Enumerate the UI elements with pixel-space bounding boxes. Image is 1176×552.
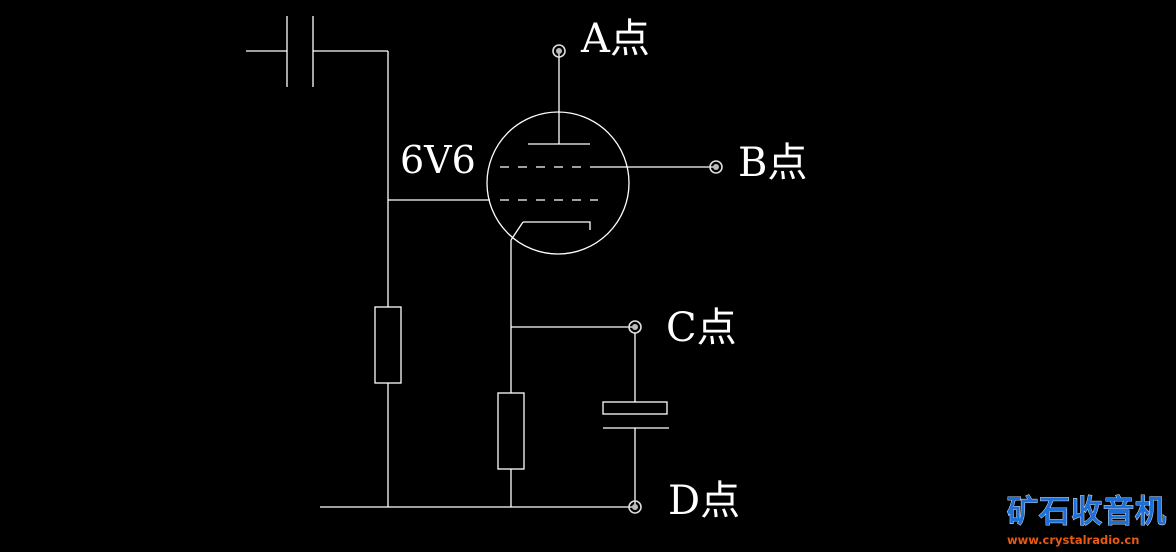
point-d-label: D点 — [668, 478, 740, 524]
grid-leak-resistor — [374, 306, 402, 384]
terminal-d — [628, 500, 642, 514]
terminal-a — [552, 44, 566, 58]
watermark-url: www.crystalradio.cn — [1007, 533, 1139, 547]
watermark-title: 矿石收音机 — [1007, 494, 1167, 530]
point-c-label: C点 — [666, 305, 737, 351]
cathode-bypass-capacitor — [602, 333, 669, 507]
tube-cathode — [523, 221, 591, 230]
tube-6v6 — [486, 111, 630, 255]
grid-wire — [387, 51, 490, 307]
point-b-label: B点 — [738, 140, 807, 186]
tube-label: 6V6 — [400, 138, 476, 182]
watermark-logo: 矿石收音机 www.crystalradio.cn — [1007, 494, 1167, 547]
terminal-b — [709, 160, 723, 174]
tube-envelope — [486, 111, 630, 255]
point-a-label: A点 — [580, 16, 650, 62]
cathode-resistor — [497, 392, 525, 470]
input-coupling-capacitor — [246, 16, 388, 87]
